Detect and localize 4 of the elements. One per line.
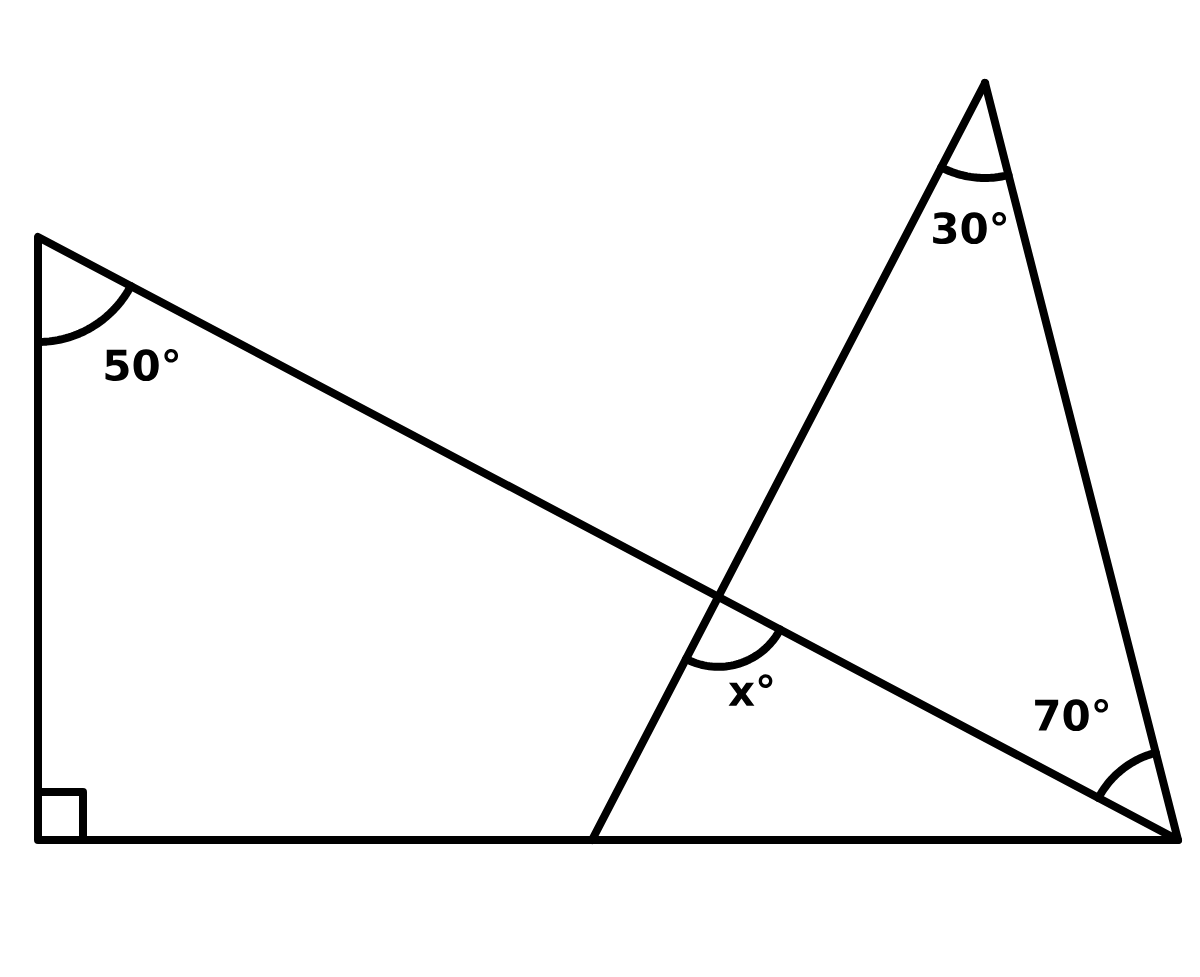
angle-label: 50° [105,348,179,381]
angle-label: x° [728,674,773,706]
angle-label: 70° [1035,698,1109,731]
angle-label: 30° [933,211,1007,244]
